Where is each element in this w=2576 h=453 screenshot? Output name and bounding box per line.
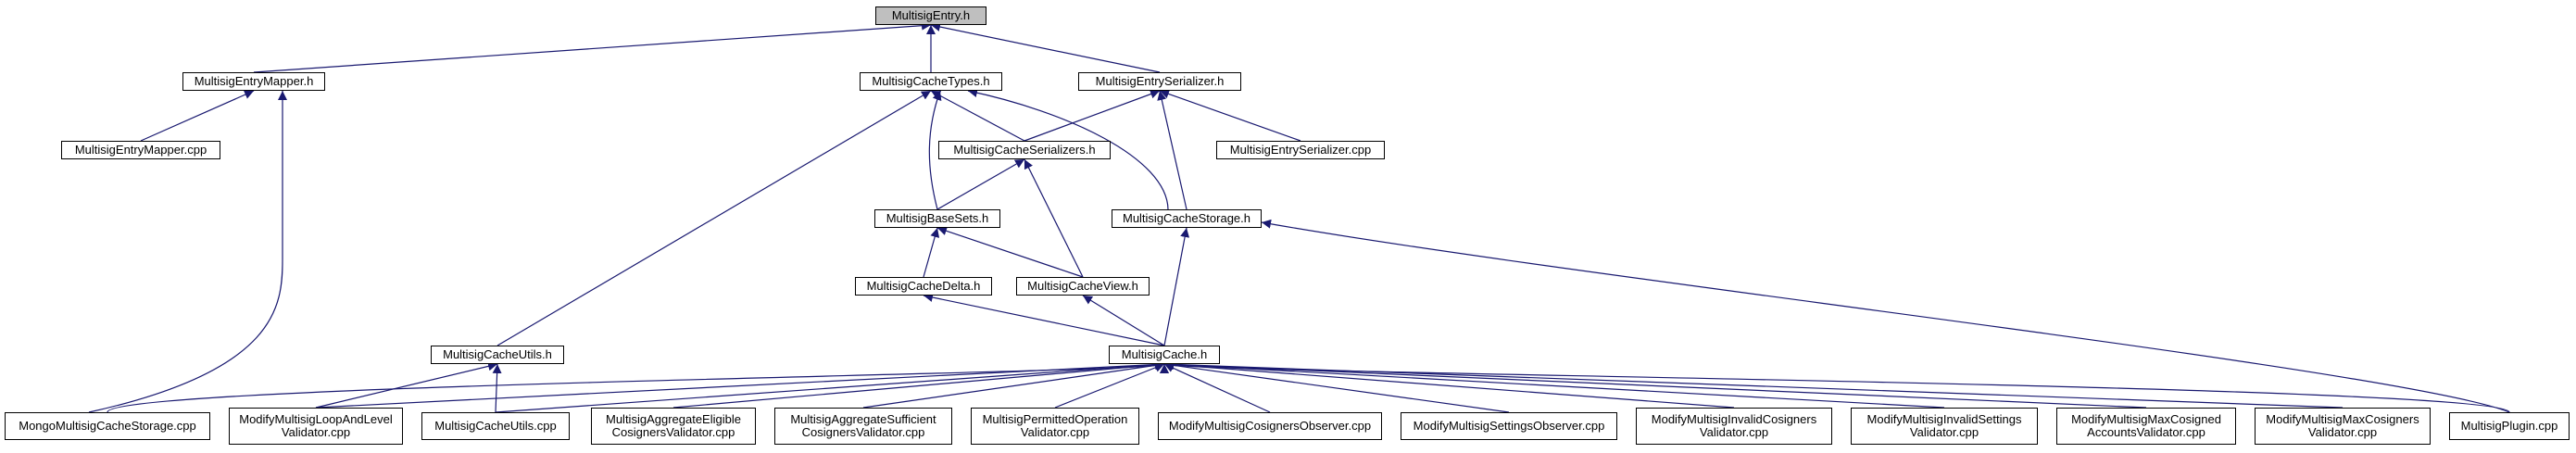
node-cacheutils-h[interactable]: MultisigCacheUtils.h [431,346,564,364]
node-plugin-cpp[interactable]: MultisigPlugin.cpp [2449,412,2570,440]
node-entry[interactable]: MultisigEntry.h [875,6,986,25]
node-label-line: MultisigEntryMapper.cpp [74,143,207,157]
node-mapper-h[interactable]: MultisigEntryMapper.h [182,72,325,91]
edge-cacheview_h-to-cacheserializers_h [1024,158,1084,278]
node-cosobs-cpp[interactable]: ModifyMultisigCosignersObserver.cpp [1158,412,1382,440]
node-label-line: MultisigCacheTypes.h [872,74,990,88]
edge-plugin_cpp-to-cache_h [1161,363,2510,413]
node-cacheview-h[interactable]: MultisigCacheView.h [1016,277,1150,296]
node-label-line: MultisigAggregateEligible [606,412,741,426]
node-label-line: CosignersValidator.cpp [801,425,925,439]
edge-cacheutils_cpp-to-cache_h [495,359,1165,413]
node-label-line: CosignersValidator.cpp [611,425,735,439]
edge-serializer_cpp-to-serializer_h [1159,89,1301,142]
node-label-line: MultisigEntrySerializer.cpp [1229,143,1372,157]
node-cachedelta-h[interactable]: MultisigCacheDelta.h [855,277,992,296]
node-cacheserializers-h[interactable]: MultisigCacheSerializers.h [938,141,1111,159]
node-label-line: Validator.cpp [1699,425,1769,439]
node-label-line: ModifyMultisigInvalidCosigners [1651,412,1817,426]
edge-plugin_cpp-to-cachestorage_h [1261,219,2510,413]
node-label-line: ModifyMultisigMaxCosigned [2071,412,2221,426]
node-label-line: MultisigCacheView.h [1027,279,1138,293]
edge-loop_cpp-to-cache_h [315,359,1165,409]
node-label-line: MultisigBaseSets.h [886,211,989,225]
edge-basesets_h-to-cachetypes_h [928,90,942,210]
node-label-line: MultisigCacheDelta.h [866,279,981,293]
node-label-line: ModifyMultisigInvalidSettings [1866,412,2022,426]
node-label-line: MultisigEntryMapper.h [194,74,314,88]
node-label-line: MultisigPlugin.cpp [2460,419,2558,433]
node-label-line: MultisigCacheUtils.h [443,347,552,361]
node-label-line: MultisigEntry.h [891,8,971,22]
node-label-line: Validator.cpp [1909,425,1979,439]
edge-mapper_cpp-to-mapper_h [140,90,255,142]
edge-cache_h-to-cachestorage_h [1163,227,1190,346]
node-setobs-cpp[interactable]: ModifyMultisigSettingsObserver.cpp [1401,412,1617,440]
node-label-line: MultisigCacheStorage.h [1122,211,1251,225]
edge-sufficient_cpp-to-cache_h [862,360,1165,409]
node-label-line: Validator.cpp [1020,425,1090,439]
node-label-line: MultisigPermittedOperation [982,412,1128,426]
node-label-line: MultisigCache.h [1121,347,1208,361]
edge-cachestorage_h-to-serializer_h [1157,90,1187,210]
edge-cache_h-to-cacheview_h [1082,295,1165,346]
edge-cacheserializers_h-to-cachetypes_h [930,90,1025,142]
node-cachetypes-h[interactable]: MultisigCacheTypes.h [860,72,1002,91]
edge-maxacc_cpp-to-cache_h [1163,359,2147,409]
node-label-line: MultisigAggregateSufficient [790,412,936,426]
node-label-line: MultisigEntrySerializer.h [1095,74,1225,88]
edge-cachestorage_h-to-cachetypes_h [967,88,1169,210]
edge-basesets_h-to-cacheserializers_h [936,158,1025,210]
edge-eligible_cpp-to-cache_h [672,359,1165,409]
edge-cacheserializers_h-to-serializer_h [1024,89,1161,142]
node-mongo-cpp[interactable]: MongoMultisigCacheStorage.cpp [5,412,210,440]
edge-loop_cpp-to-cacheutils_h [315,361,498,409]
node-label-line: Validator.cpp [281,425,351,439]
edge-mongo_cpp-to-cache_h [107,363,1168,413]
edge-cacheutils_cpp-to-cacheutils_h [492,363,502,413]
edge-permitted_cpp-to-cache_h [1054,363,1165,409]
node-mapper-cpp[interactable]: MultisigEntryMapper.cpp [61,141,220,159]
edge-mapper_h-to-entry [253,20,932,73]
node-label-line: ModifyMultisigLoopAndLevel [239,412,393,426]
node-label-line: ModifyMultisigCosignersObserver.cpp [1168,419,1372,433]
edge-setobs_cpp-to-cache_h [1163,360,1510,413]
node-cache-h[interactable]: MultisigCache.h [1109,346,1220,364]
node-serializer-h[interactable]: MultisigEntrySerializer.h [1078,72,1241,91]
node-label-line: ModifyMultisigSettingsObserver.cpp [1413,419,1605,433]
edge-cacheview_h-to-basesets_h [936,226,1084,278]
node-label-line: AccountsValidator.cpp [2087,425,2205,439]
node-serializer-cpp[interactable]: MultisigEntrySerializer.cpp [1216,141,1385,159]
edge-cache_h-to-cachedelta_h [923,293,1165,346]
node-label-line: ModifyMultisigMaxCosigners [2266,412,2419,426]
edge-invset_cpp-to-cache_h [1163,359,1945,409]
edge-cosobs_cpp-to-cache_h [1163,363,1271,413]
node-label-line: Validator.cpp [2307,425,2378,439]
edge-cacheutils_h-to-cachetypes_h [496,90,932,346]
edge-mongo_cpp-to-mapper_h [88,91,287,413]
node-cachestorage-h[interactable]: MultisigCacheStorage.h [1112,209,1262,228]
node-label-line: MultisigCacheUtils.cpp [434,419,557,433]
node-label-line: MongoMultisigCacheStorage.cpp [19,419,196,433]
edge-invcos_cpp-to-cache_h [1163,359,1735,409]
edge-serializer_h-to-entry [930,22,1161,73]
node-basesets-h[interactable]: MultisigBaseSets.h [874,209,1000,228]
edge-cachedelta_h-to-basesets_h [923,227,940,278]
node-cacheutils-cpp[interactable]: MultisigCacheUtils.cpp [421,412,570,440]
node-label-line: MultisigCacheSerializers.h [953,143,1096,157]
